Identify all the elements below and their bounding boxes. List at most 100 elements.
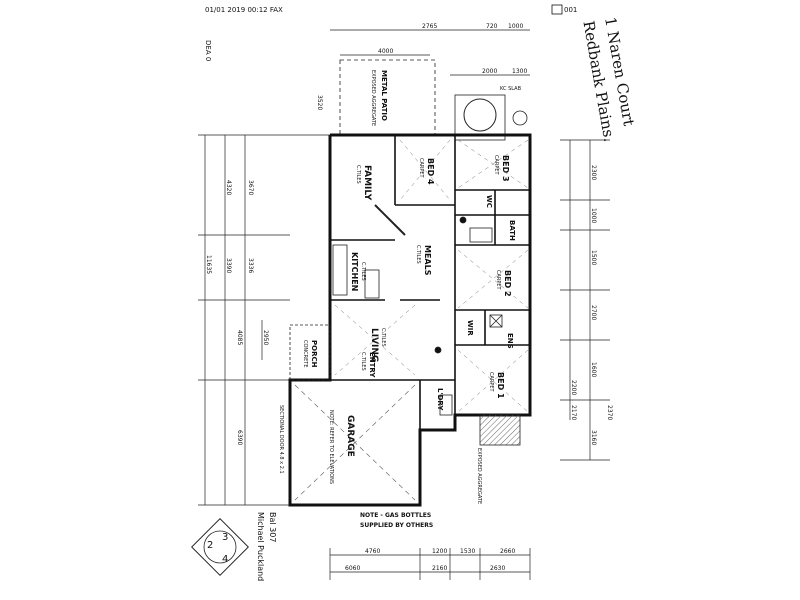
- bed1-label: BED 1: [496, 372, 505, 399]
- shower-cross-2: [489, 314, 503, 328]
- ens-toilet-icon: [434, 346, 442, 354]
- dim-top-3: 2000: [482, 68, 497, 75]
- internal-walls: [290, 135, 530, 430]
- bath-tub-icon: [469, 227, 493, 243]
- dim-left-4: 6390: [236, 430, 243, 445]
- bed2-label: BED 2: [503, 270, 512, 297]
- gas-note: NOTE - GAS BOTTLES: [360, 512, 431, 519]
- bed4-finish: CARPET: [418, 158, 424, 179]
- right-dimension-labels: 2300 1000 1500 2700 1600 2200 2170 3160 …: [570, 165, 613, 445]
- dim-right-8: 2370: [606, 405, 613, 420]
- shower-icon: [489, 314, 503, 328]
- dim-left-6: 3336: [247, 258, 254, 273]
- dim-left-5: 3670: [247, 180, 254, 195]
- bed4-label: BED 4: [426, 158, 435, 185]
- seal-digit-3: 3: [222, 532, 228, 543]
- dim-top-1: 720: [486, 23, 498, 30]
- page-number: 001: [564, 6, 577, 14]
- dim-bottom-6: 2630: [490, 565, 505, 572]
- top-dimension-labels: 2765 720 1000 2000 1300 4000 3520: [316, 23, 527, 110]
- dim-left-overall: 11635: [205, 255, 212, 274]
- dim-left-1: 4320: [225, 180, 232, 195]
- garage-note: NOTE: REFER TO ELEVATIONS: [328, 410, 334, 484]
- stamp-name: Michael Puckland: [256, 512, 265, 581]
- patio-label: METAL PATIO: [380, 70, 388, 121]
- bed1-finish: CARPET: [488, 372, 494, 393]
- porch: PORCH CONCRETE: [289, 324, 331, 381]
- bed2-finish: CARPET: [495, 270, 501, 291]
- seal-digit-2: 2: [207, 540, 213, 551]
- signature-stamp: Michael Puckland Bal 307: [256, 512, 277, 581]
- room-labels: FAMILY C.TILES BED 4 CARPET BED 3 CARPET…: [350, 155, 516, 411]
- porch-finish: CONCRETE: [302, 340, 308, 368]
- bed3-label: BED 3: [501, 155, 510, 182]
- fax-header: 01/01 2019 00:12 FAX 001: [205, 4, 577, 15]
- dim-left-3: 4085: [236, 330, 243, 345]
- stamp-number: Bal 307: [268, 512, 277, 542]
- water-tank: KC SLAB: [454, 86, 528, 141]
- patio-sub-label: EXPOSED AGGREGATE: [370, 70, 376, 126]
- approval-seal: 2 3 4: [191, 518, 249, 576]
- rotated-left-label: DEA 0: [204, 40, 212, 61]
- dim-bottom-2: 1530: [460, 548, 475, 555]
- dim-left-2: 3390: [225, 258, 232, 273]
- dim-right-5: 2200: [570, 380, 577, 395]
- dim-top-6: 3520: [316, 95, 323, 110]
- family-label: FAMILY: [362, 165, 372, 201]
- dim-bottom-4: 6060: [345, 565, 360, 572]
- toilet-icon: [459, 216, 467, 224]
- covered-area-label: EXPOSED AGGREGATE: [476, 448, 482, 504]
- dim-top-2: 1000: [508, 23, 523, 30]
- garage-label: GARAGE: [345, 415, 355, 457]
- porch-label: PORCH: [310, 340, 318, 368]
- dim-bottom-3: 2660: [500, 548, 515, 555]
- kitchen-finish: C.TILES: [360, 262, 366, 281]
- dim-right-0: 2300: [590, 165, 597, 180]
- living-label: LIVING: [369, 328, 379, 362]
- meals-label: MEALS: [423, 245, 432, 276]
- kitchen-label: KITCHEN: [350, 252, 359, 291]
- living-finish: C.TILES: [380, 328, 386, 347]
- left-dimension-labels: 11635 4320 3390 4085 6390 3670 3336 2950: [205, 180, 269, 445]
- left-dimensions: [198, 134, 340, 506]
- fax-header-text: 01/01 2019 00:12 FAX: [205, 6, 283, 14]
- dim-left-7: 2950: [262, 330, 269, 345]
- dim-bottom-5: 2160: [432, 565, 447, 572]
- fixtures: [332, 204, 503, 416]
- bottom-dimensions: [329, 548, 531, 580]
- right-dimensions: [560, 139, 610, 461]
- dim-right-7: 3160: [590, 430, 597, 445]
- notes: NOTE - GAS BOTTLES SUPPLIED BY OTHERS: [360, 512, 433, 529]
- fax-box-icon: [551, 4, 563, 15]
- metal-patio: METAL PATIO EXPOSED AGGREGATE: [339, 59, 436, 136]
- entry-finish: C.TILES: [360, 352, 366, 371]
- bed3-finish: CARPET: [493, 155, 499, 176]
- dim-bottom-1: 1200: [432, 548, 447, 555]
- room-diagonals: [334, 139, 529, 413]
- kitchen-bench: [332, 244, 348, 296]
- dim-right-6: 2170: [570, 405, 577, 420]
- dim-right-3: 2700: [590, 305, 597, 320]
- seal-digit-4: 4: [222, 554, 228, 565]
- dim-top-5: 4000: [378, 48, 393, 55]
- dim-right-1: 1000: [590, 208, 597, 223]
- garage-door-note: SECTIONAL DOOR 4.8 x 2.1: [278, 405, 284, 474]
- dim-right-4: 1600: [590, 362, 597, 377]
- meals-finish: C.TILES: [415, 245, 421, 264]
- handwritten-address: 1 Naren Court Redbank Plains.: [579, 16, 638, 144]
- wc-label: WC: [485, 195, 493, 208]
- kitchen-island: [364, 269, 380, 299]
- dim-top-4: 1300: [512, 68, 527, 75]
- bottom-dimension-labels: 4760 1200 1530 2660 6060 2160 2630: [345, 548, 515, 572]
- garage-area: GARAGE NOTE: REFER TO ELEVATIONS SECTION…: [278, 384, 416, 501]
- ens-label: ENS: [506, 333, 514, 349]
- feature-wall: [374, 204, 406, 236]
- laundry-tub-icon: [439, 394, 453, 416]
- dim-right-2: 1500: [590, 250, 597, 265]
- family-finish: C.TILES: [355, 165, 361, 184]
- kc-slab-label: KC SLAB: [500, 86, 522, 92]
- top-dimensions: [330, 29, 530, 76]
- covered-area: EXPOSED AGGREGATE: [476, 414, 521, 504]
- dim-top-0: 2765: [422, 23, 437, 30]
